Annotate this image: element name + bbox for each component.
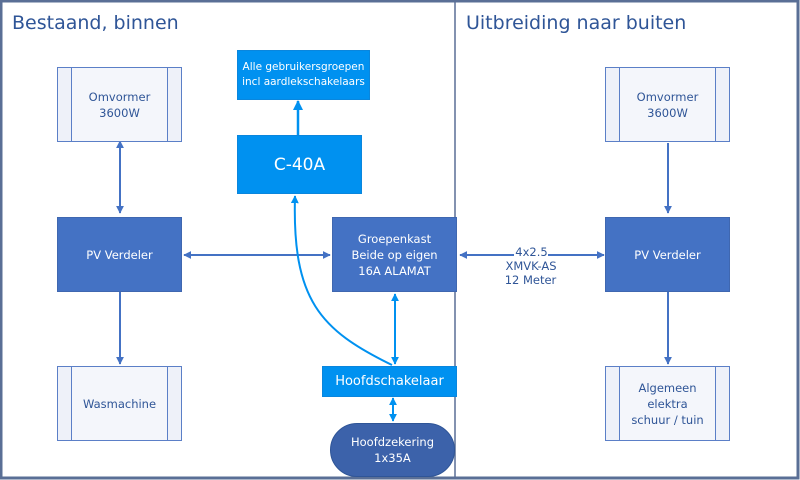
node-omvormer-left[interactable]: Omvormer 3600W xyxy=(57,67,182,142)
node-omvormer-right[interactable]: Omvormer 3600W xyxy=(605,67,730,142)
node-label: PV Verdeler xyxy=(634,247,701,262)
node-label: Omvormer 3600W xyxy=(88,89,151,120)
node-algemeen-elektra[interactable]: Algemeen elektra schuur / tuin xyxy=(605,366,730,441)
node-label: Alle gebruikersgroepen incl aardlekschak… xyxy=(242,61,365,88)
node-pv-verdeler-left[interactable]: PV Verdeler xyxy=(57,217,182,292)
node-label: C-40A xyxy=(273,154,326,175)
node-gebruikersgroepen[interactable]: Alle gebruikersgroepen incl aardlekschak… xyxy=(237,50,370,100)
pane-title-extension: Uitbreiding naar buiten xyxy=(466,12,687,34)
node-wasmachine[interactable]: Wasmachine xyxy=(57,366,182,441)
node-hoofdschakelaar[interactable]: Hoofdschakelaar xyxy=(322,366,457,397)
node-label: Groepenkast Beide op eigen 16A ALAMAT xyxy=(351,231,438,278)
node-hoofdzekering[interactable]: Hoofdzekering 1x35A xyxy=(330,423,455,477)
node-label: Wasmachine xyxy=(82,396,157,411)
node-label: PV Verdeler xyxy=(86,247,153,262)
pane-title-existing: Bestaand, binnen xyxy=(12,12,179,34)
node-label: Algemeen elektra schuur / tuin xyxy=(631,380,704,427)
node-label: Hoofdzekering 1x35A xyxy=(350,435,434,465)
cable-label: 4x2.5 XMVK-AS 12 Meter xyxy=(504,245,558,287)
node-label: Omvormer 3600W xyxy=(636,89,699,120)
node-groepenkast[interactable]: Groepenkast Beide op eigen 16A ALAMAT xyxy=(332,217,457,292)
connector-hoofdschakelaar-c40a xyxy=(290,195,393,366)
node-c40a[interactable]: C-40A xyxy=(237,135,362,194)
node-pv-verdeler-right[interactable]: PV Verdeler xyxy=(605,217,730,292)
node-label: Hoofdschakelaar xyxy=(335,373,444,389)
